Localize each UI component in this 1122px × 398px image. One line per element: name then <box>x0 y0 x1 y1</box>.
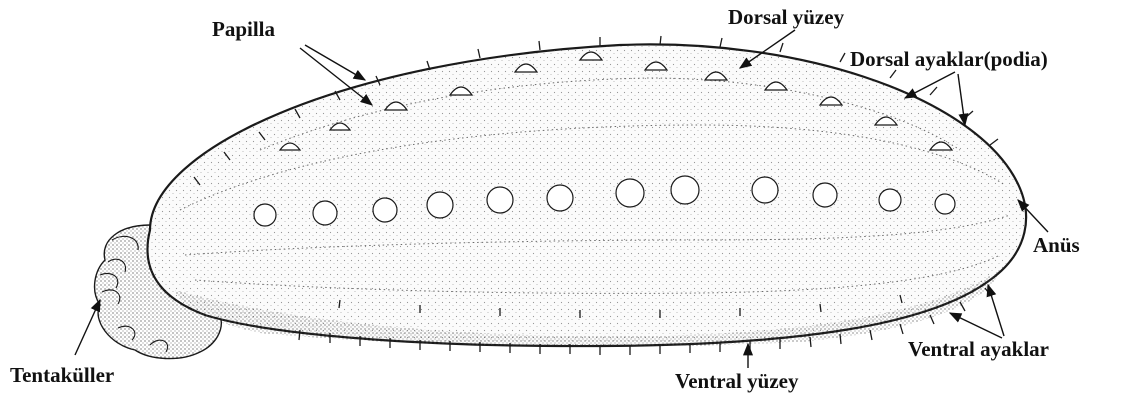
label-ventral-surface: Ventral yüzey <box>675 369 799 393</box>
label-anus: Anüs <box>1033 233 1080 257</box>
papilla-leader-1 <box>305 45 365 80</box>
tentacles-leader <box>75 300 100 355</box>
ventral-feet-leader-2 <box>988 285 1004 336</box>
ventral-feet-leader-1 <box>950 313 1002 338</box>
label-tentacles: Tentaküller <box>10 363 114 387</box>
label-dorsal-feet: Dorsal ayaklar(podia) <box>850 47 1048 71</box>
dorsal-feet-leader-2 <box>958 74 965 125</box>
label-dorsal-surface: Dorsal yüzey <box>728 5 845 29</box>
label-ventral-feet: Ventral ayaklar <box>908 337 1049 361</box>
label-papilla: Papilla <box>212 17 276 41</box>
